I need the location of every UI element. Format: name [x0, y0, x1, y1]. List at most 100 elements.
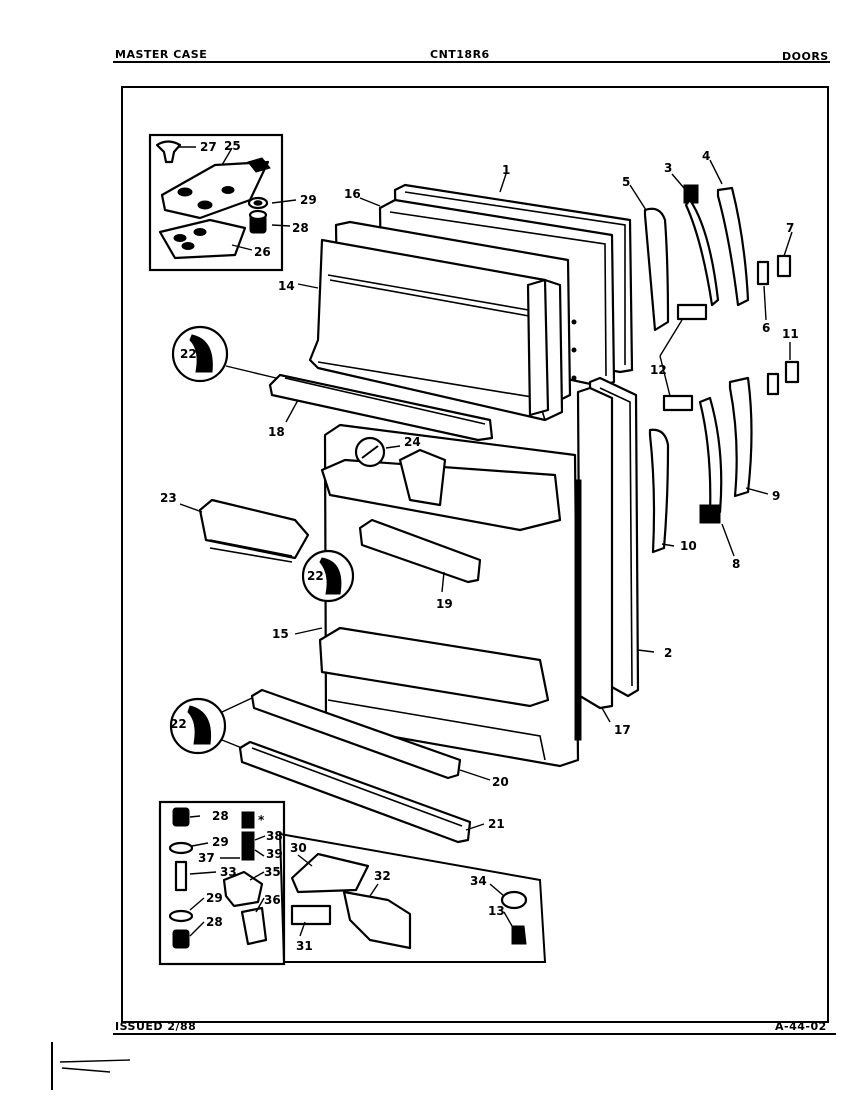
part-27-plug [155, 140, 182, 164]
inset-top-hinge [148, 133, 297, 272]
part-6-lower-cap [766, 372, 780, 396]
part-25-hinge-plate [160, 160, 270, 220]
part-36-hinge-plate [240, 906, 268, 946]
callout-8: 8 [732, 557, 740, 571]
part-9-handle-cover [728, 376, 753, 498]
hinge-hole-3 [221, 186, 235, 194]
inset-lower-frame [158, 800, 286, 966]
callout-14: 14 [278, 279, 295, 293]
part-17-fresh-food-gasket [576, 386, 614, 710]
callout-22-lower: 22 [170, 717, 187, 731]
callout-16: 16 [344, 187, 361, 201]
part-24-detail-mark [361, 445, 379, 459]
part-30-bracket [290, 852, 370, 894]
part-21-bottom-trim [238, 740, 472, 844]
footer-issue-date: ISSUED 2/88 [115, 1020, 197, 1033]
part-22-detail-upper [171, 325, 277, 383]
liner-divider [398, 448, 447, 507]
callout-28-lower: 28 [206, 915, 223, 929]
part-22-detail-lower [169, 697, 253, 755]
callout-10: 10 [680, 539, 697, 553]
callout-18: 18 [268, 425, 285, 439]
callout-13: 13 [488, 904, 505, 918]
callout-19: 19 [436, 597, 453, 611]
hinge-hole-2 [197, 200, 213, 210]
callout-22-middle: 22 [307, 569, 324, 583]
footer-drawing-number: A-44-02 [775, 1020, 827, 1033]
part-6-screw-cap [756, 260, 770, 286]
part-28-upper-bushing [172, 807, 190, 827]
callout-31: 31 [296, 939, 313, 953]
part-18-trim-strip [268, 373, 494, 442]
part-29-upper-washer [168, 841, 194, 855]
callout-29-top-inset: 29 [300, 193, 317, 207]
callout-21: 21 [488, 817, 505, 831]
inset-lower-hinge [158, 800, 547, 966]
callout-28-top-inset: 28 [292, 221, 309, 235]
callout-22-upper: 22 [180, 347, 197, 361]
callout-23: 23 [160, 491, 177, 505]
callout-26: 26 [254, 245, 271, 259]
part-10-handle-trim [648, 428, 670, 554]
liner-bottom-shelf [318, 626, 550, 708]
header-model-family: MASTER CASE [115, 48, 208, 61]
part-5-handle-trim [643, 207, 670, 332]
callout-24: 24 [404, 435, 421, 449]
callout-labels: 1 2 3 4 5 6 7 8 9 10 11 12 13 14 15 16 1… [160, 139, 799, 953]
hinge-hole-1 [177, 187, 193, 197]
callout-35: 35 [264, 865, 281, 879]
callout-25: 25 [224, 139, 241, 153]
callout-27: 27 [200, 140, 217, 154]
callout-36: 36 [264, 893, 281, 907]
shim-hole-2 [193, 228, 207, 236]
callout-20: 20 [492, 775, 509, 789]
bushing-top [248, 209, 268, 221]
callout-12: 12 [650, 363, 667, 377]
callout-37: 37 [198, 851, 215, 865]
callout-15: 15 [272, 627, 289, 641]
callout-29-upper: 29 [212, 835, 229, 849]
part-32-hinge [342, 890, 412, 950]
part-13-plug [511, 925, 527, 945]
part-19-shelf-bar [358, 518, 482, 584]
fresh-food-door-group [318, 376, 640, 768]
part-4-handle-cover [716, 186, 750, 307]
callout-32: 32 [374, 869, 391, 883]
freezer-liner-shelf [327, 274, 541, 319]
header-model-number: CNT18R6 [430, 48, 490, 61]
part-20-bottom-trim [250, 688, 462, 780]
part-33-hinge-pin [174, 860, 188, 892]
part-7-end-cap [776, 254, 792, 278]
door-hinge-edge [574, 479, 582, 741]
shim-hole-3 [181, 242, 195, 250]
callout-7: 7 [786, 221, 794, 235]
callout-6: 6 [762, 321, 770, 335]
callout-11: 11 [782, 327, 799, 341]
part-31-plate [290, 904, 332, 926]
inset-extension-frame [278, 832, 547, 963]
part-38-spacer [241, 811, 255, 829]
page-frame [121, 86, 829, 1023]
callout-33: 33 [220, 865, 237, 879]
part-39-hinge-pin [241, 831, 255, 861]
callout-29-lower: 29 [206, 891, 223, 905]
callout-3: 3 [664, 161, 672, 175]
callout-5: 5 [622, 175, 630, 189]
part-8-lower-bracket [699, 504, 721, 524]
part-28-lower-bushing [172, 929, 190, 949]
right-handle-parts [643, 184, 800, 554]
shim-hole-1 [173, 234, 187, 242]
part-12-upper-hinge [676, 303, 708, 321]
callout-30: 30 [290, 841, 307, 855]
inset-top-frame [148, 133, 284, 272]
callout-38: 38 [266, 829, 283, 843]
callout-4: 4 [702, 149, 710, 163]
part-22-detail-middle [301, 549, 355, 603]
callout-1: 1 [502, 163, 510, 177]
freezer-door-group [308, 183, 634, 422]
leader-lines [179, 159, 793, 937]
part-3-handle-upper [684, 198, 720, 307]
callout-28-upper: 28 [212, 809, 229, 823]
